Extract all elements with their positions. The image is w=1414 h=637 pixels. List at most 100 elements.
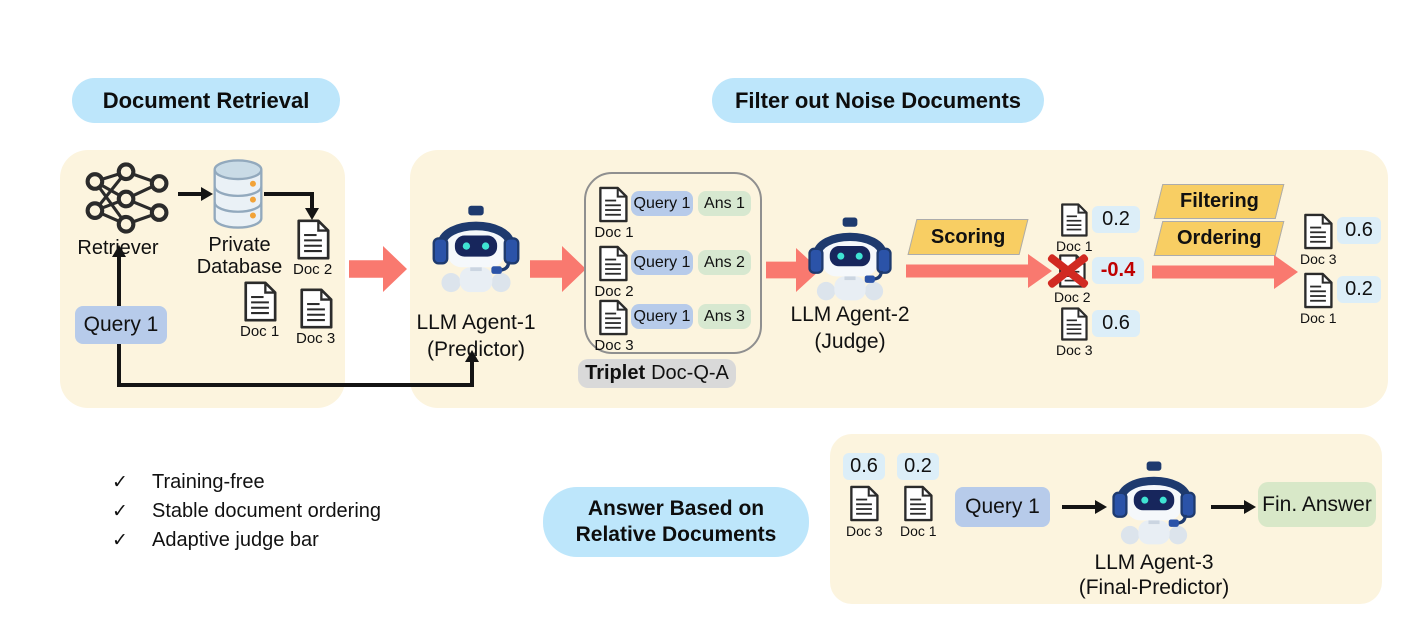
- score-value: 0.6: [1102, 312, 1130, 334]
- doc-icon: [296, 219, 330, 260]
- triplet-ans-chip: Ans 1: [698, 191, 751, 216]
- retriever-icon: [82, 162, 174, 234]
- triplet-query-label: Query 1: [633, 194, 691, 212]
- doc-icon: [299, 288, 333, 329]
- final-answer-label: Fin. Answer: [1262, 492, 1372, 516]
- doc-label: Doc 3: [296, 330, 336, 347]
- arrow-db-to-doc2-h: [264, 192, 313, 196]
- llm-agent-2-icon: [804, 211, 896, 305]
- private-database-line2: Database: [196, 256, 283, 278]
- header-document-retrieval: Document Retrieval: [72, 78, 340, 123]
- doc-icon: [1303, 213, 1333, 250]
- scored-doc-2: Doc 2: [1054, 254, 1091, 305]
- check-icon: ✓: [112, 501, 128, 522]
- triplet-query-chip: Query 1: [631, 191, 693, 216]
- arrow-query-to-agent3: [1062, 505, 1096, 509]
- triplet-caption-bold: Triplet: [585, 362, 646, 384]
- ordered-doc-3: Doc 3: [1300, 213, 1337, 267]
- doc-icon: [849, 485, 879, 522]
- connector-query-agent1-h: [117, 383, 474, 387]
- score-chip-doc1: 0.2: [1092, 206, 1140, 233]
- triplet-ans-label: Ans 1: [704, 194, 745, 212]
- checklist-item-label: Adaptive judge bar: [152, 529, 319, 551]
- score-chip-doc2: -0.4: [1092, 257, 1144, 284]
- header-filter-noise: Filter out Noise Documents: [712, 78, 1044, 123]
- private-database-label: Private Database: [182, 234, 297, 278]
- llm-agent-3-icon: [1108, 455, 1200, 549]
- doc-icon: [1303, 272, 1333, 309]
- connector-query-agent1-v2: [470, 360, 474, 386]
- triplet-query-chip: Query 1: [631, 250, 693, 275]
- llm-agent-1-icon: [428, 198, 524, 298]
- arrow-db-to-doc2-v: [310, 192, 314, 209]
- score-value: 0.6: [1345, 219, 1373, 241]
- doc-icon: [1060, 307, 1088, 341]
- agent1-role: (Predictor): [426, 338, 526, 361]
- doc-icon: [598, 186, 628, 223]
- doc-icon: [243, 281, 277, 322]
- triplet-ans-chip: Ans 3: [698, 304, 751, 329]
- doc-label: Doc 3: [1300, 251, 1337, 267]
- score-value: 0.2: [1102, 208, 1130, 230]
- query-chip: Query 1: [75, 306, 167, 344]
- score-value: -0.4: [1100, 259, 1136, 281]
- retrieved-doc-1: Doc 1: [240, 281, 279, 340]
- checklist-item: ✓ Training-free: [112, 468, 381, 497]
- check-icon: ✓: [112, 472, 128, 493]
- header-answer-line2: Relative Documents: [575, 523, 777, 546]
- ordering-tag-label: Ordering: [1176, 227, 1262, 249]
- final-query-label: Query 1: [965, 495, 1040, 518]
- triplet-doc-label: Doc 2: [594, 283, 634, 300]
- doc-icon: [903, 485, 933, 522]
- final-doc-1: Doc 1: [900, 485, 937, 539]
- scoring-tag: Scoring: [907, 219, 1029, 255]
- header-answer-line1: Answer Based on: [587, 496, 765, 520]
- feature-checklist: ✓ Training-free ✓ Stable document orderi…: [112, 468, 381, 555]
- ordered-score-chip-1: 0.6: [1337, 217, 1381, 244]
- triplet-caption: Triplet Doc-Q-A: [578, 359, 736, 388]
- filtering-tag: Filtering: [1153, 184, 1285, 219]
- agent2-name: LLM Agent-2: [790, 303, 910, 326]
- final-score-chip-2: 0.2: [897, 453, 939, 480]
- ordering-tag: Ordering: [1153, 221, 1285, 256]
- retrieved-doc-3: Doc 3: [296, 288, 335, 347]
- scoring-tag-label: Scoring: [930, 225, 1006, 248]
- arrow-agent3-to-answer: [1211, 505, 1245, 509]
- ordered-doc-1: Doc 1: [1300, 272, 1337, 326]
- ordered-score-chip-2: 0.2: [1337, 276, 1381, 303]
- connector-query-agent1-head: [465, 350, 479, 362]
- triplet-ans-label: Ans 2: [704, 253, 745, 271]
- triplet-doc-label: Doc 1: [594, 224, 634, 241]
- doc-icon: [1060, 203, 1088, 237]
- query-chip-label: Query 1: [83, 313, 159, 336]
- arrow-retriever-to-db-head: [201, 187, 213, 201]
- doc-icon: [598, 245, 628, 282]
- header-filter-noise-label: Filter out Noise Documents: [734, 87, 1022, 113]
- triplet-query-label: Query 1: [633, 253, 691, 271]
- score-value: 0.6: [850, 455, 878, 477]
- doc-label: Doc 2: [1054, 289, 1091, 305]
- agent1-name: LLM Agent-1: [416, 311, 536, 334]
- triplet-ans-chip: Ans 2: [698, 250, 751, 275]
- doc-icon: [598, 299, 628, 336]
- check-icon: ✓: [112, 530, 128, 551]
- triplet-doc-label: Doc 3: [594, 337, 634, 354]
- connector-query-agent1-v1: [117, 344, 121, 386]
- score-value: 0.2: [1345, 278, 1373, 300]
- doc-label: Doc 3: [1056, 342, 1093, 358]
- doc-label: Doc 1: [240, 323, 280, 340]
- agent3-name: LLM Agent-3: [1094, 551, 1214, 574]
- filtering-tag-label: Filtering: [1179, 190, 1259, 212]
- scored-doc-3: Doc 3: [1056, 307, 1093, 358]
- retrieved-doc-2: Doc 2: [293, 219, 332, 278]
- final-score-chip-1: 0.6: [843, 453, 885, 480]
- final-query-chip: Query 1: [955, 487, 1050, 527]
- flow-arrow-retrieval-to-agent1: [349, 246, 407, 292]
- arrow-db-to-doc2-head: [305, 208, 319, 220]
- private-database-line1: Private: [208, 234, 271, 256]
- checklist-item: ✓ Stable document ordering: [112, 497, 381, 526]
- arrow-query-to-retriever-head: [112, 245, 126, 257]
- arrow-retriever-to-db: [178, 192, 202, 196]
- arrow-query-to-agent3-head: [1095, 500, 1107, 514]
